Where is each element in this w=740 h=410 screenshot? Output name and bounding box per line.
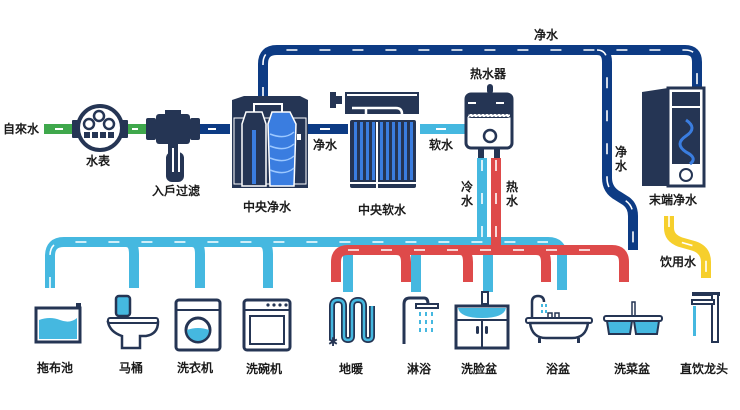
hot-water-label: 热水 (505, 180, 518, 208)
side-pipe-label: 净水 (614, 145, 627, 173)
purified-label: 净水 (313, 138, 338, 152)
heater-label: 热水器 (470, 67, 507, 81)
fixture-label-washing-machine: 洗衣机 (177, 361, 214, 375)
inlet-pipe (44, 124, 230, 134)
dishwasher-icon (242, 298, 292, 352)
softened-label: 软水 (429, 138, 454, 152)
purified-water-main-pipe (258, 45, 702, 250)
cold-water-label: 冷水 (460, 180, 473, 208)
prefilter-label: 入戶过滤 (152, 184, 201, 198)
source-label: 自來水 (3, 122, 40, 136)
hot-water-pipes (331, 158, 629, 282)
fixture-label-bathtub: 浴盆 (546, 362, 571, 376)
drinking-water-label: 饮用水 (660, 255, 697, 269)
central-softener-icon (330, 92, 419, 188)
fixture-label-toilet: 马桶 (119, 361, 144, 375)
central-purifier-icon (232, 96, 308, 188)
fixture-label-drinking-faucet: 直饮龙头 (680, 362, 729, 376)
central-softener-label: 中央软水 (358, 203, 407, 217)
fixture-label-vegetable-sink: 洗菜盆 (614, 362, 651, 376)
fixture-label-shower: 淋浴 (407, 362, 432, 376)
drinking-faucet-icon (691, 292, 720, 343)
water-meter-icon (72, 104, 128, 152)
point-of-use-purifier-icon (642, 86, 706, 188)
central-purifier-label: 中央净水 (243, 200, 292, 214)
top-pipe-label: 净水 (534, 28, 559, 42)
mop-sink-icon (34, 303, 82, 344)
washing-machine-icon (174, 298, 222, 352)
fixture-label-floor-heating: 地暖 (339, 362, 364, 376)
svg-text:✱: ✱ (328, 335, 338, 349)
point-of-use-label: 末端净水 (649, 193, 698, 207)
floor-heating-icon: ✱ (328, 296, 375, 349)
prefilter-icon (146, 110, 200, 182)
shower-icon (402, 296, 439, 344)
fixture-label-mop-sink: 拖布池 (37, 361, 74, 375)
fixture-label-dishwasher: 洗碗机 (246, 362, 283, 376)
fixture-label-washbasin: 洗脸盆 (461, 362, 498, 376)
drinking-water-pipe (664, 216, 711, 278)
meter-label: 水表 (86, 154, 111, 168)
toilet-icon (106, 294, 160, 350)
washbasin-icon (454, 291, 510, 350)
vegetable-sink-icon (603, 301, 663, 335)
water-heater-icon (464, 84, 514, 158)
bathtub-icon (525, 294, 593, 343)
